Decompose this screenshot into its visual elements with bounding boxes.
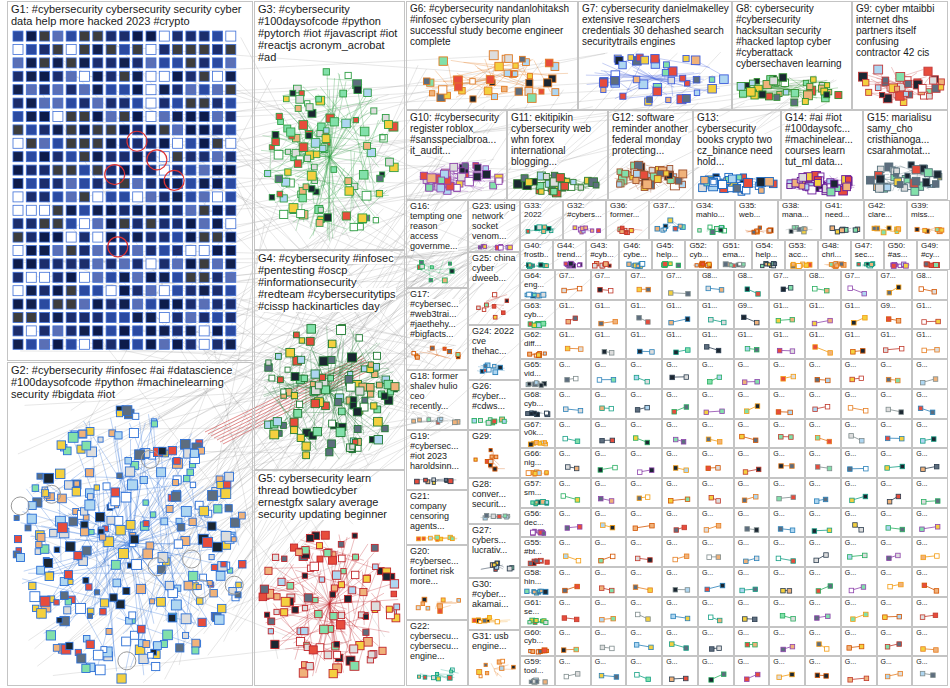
- network-canvas: G1: #cybersecurity cybersecurity securit…: [0, 0, 950, 688]
